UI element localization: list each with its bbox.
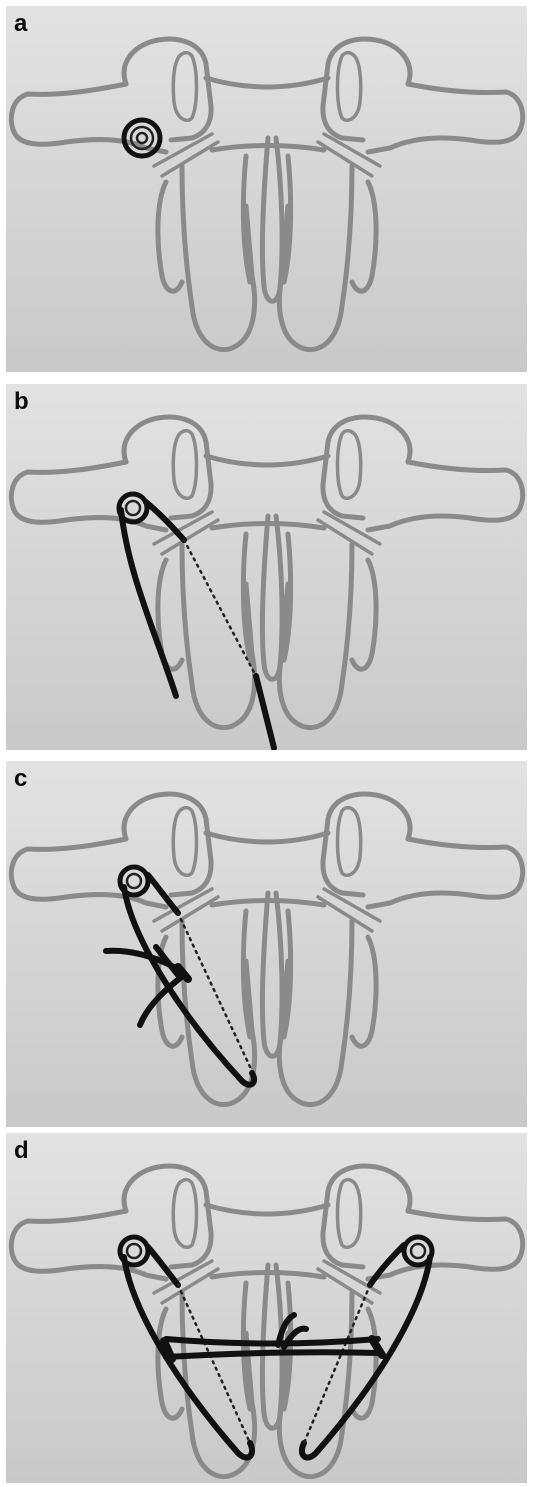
vertebra-diagram — [6, 6, 527, 372]
panel-d: d — [6, 1133, 527, 1483]
vertebra-diagram — [6, 761, 527, 1127]
vertebra-diagram — [6, 1133, 527, 1483]
screw-icon — [124, 120, 160, 156]
panel-c: c — [6, 761, 527, 1127]
panel-label: d — [14, 1138, 29, 1164]
panel-b: b — [6, 384, 527, 750]
panel-a: a — [6, 6, 527, 372]
panel-label: c — [14, 766, 27, 792]
panel-label: a — [14, 11, 27, 37]
vertebra-diagram — [6, 384, 527, 750]
panel-label: b — [14, 389, 29, 415]
